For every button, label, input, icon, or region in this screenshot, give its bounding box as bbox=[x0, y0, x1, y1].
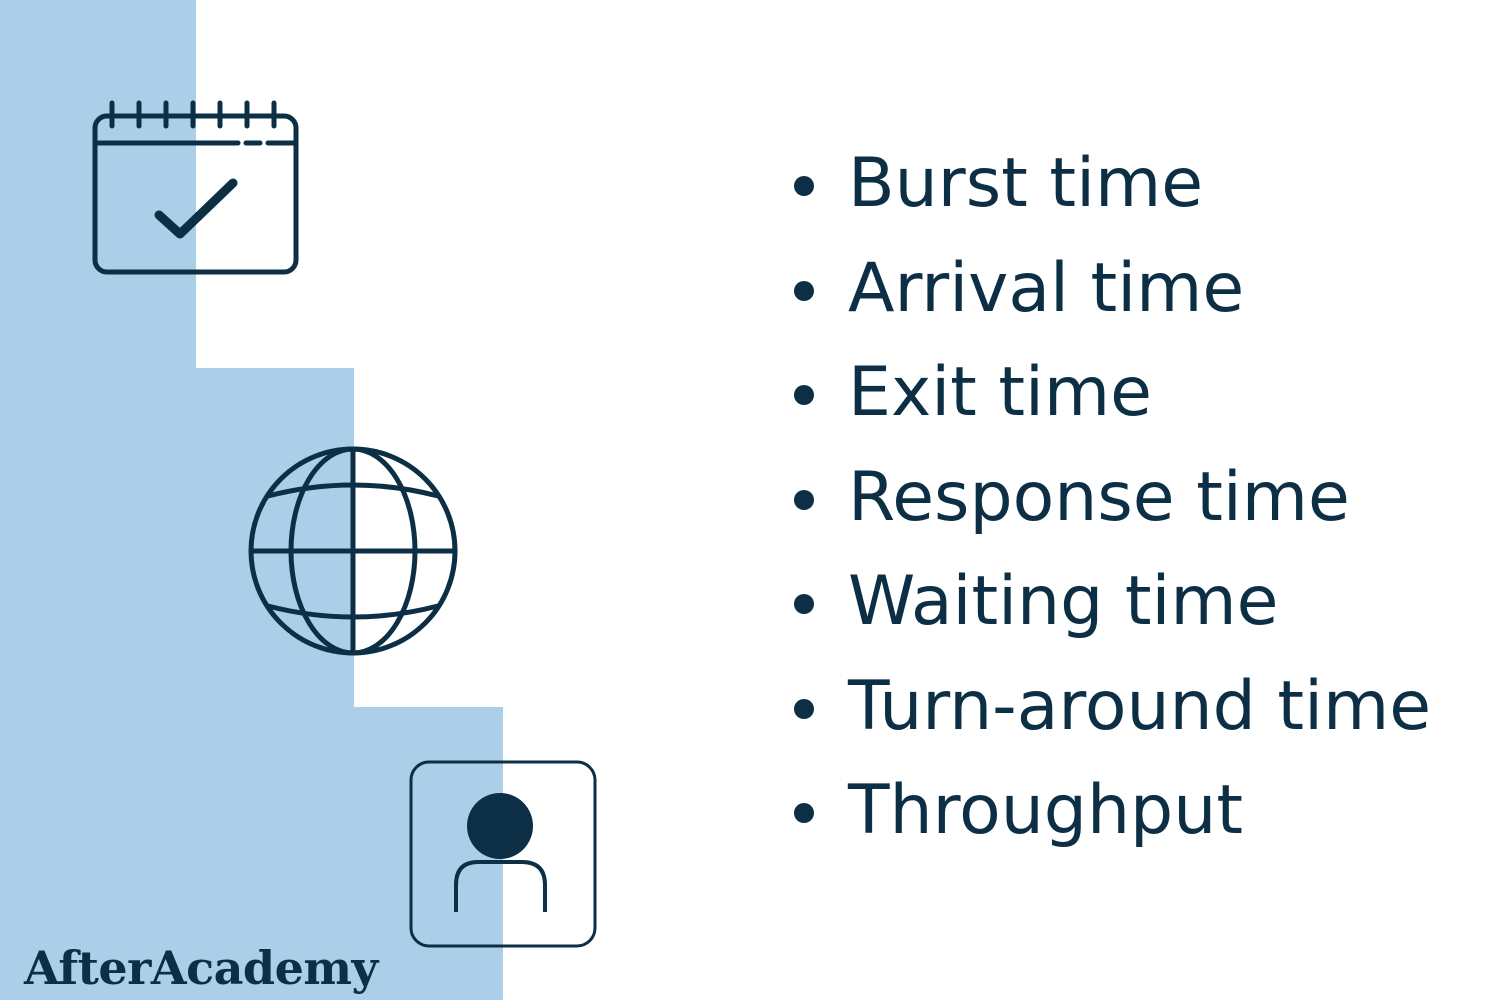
bullet-icon bbox=[794, 698, 814, 719]
bullet-icon bbox=[794, 280, 814, 301]
staircase-step-3 bbox=[354, 707, 503, 1000]
bullet-icon bbox=[794, 176, 814, 196]
list-item: Throughput bbox=[790, 759, 1431, 864]
brand-logo-text: AfterAcademy bbox=[24, 941, 378, 995]
list-item: Turn-around time bbox=[790, 655, 1431, 760]
list-item-label: Waiting time bbox=[848, 562, 1279, 641]
user-profile-icon bbox=[409, 760, 597, 948]
list-item: Exit time bbox=[790, 341, 1431, 446]
globe-icon bbox=[248, 446, 458, 656]
list-item-label: Arrival time bbox=[848, 248, 1245, 328]
bullet-icon bbox=[794, 594, 814, 614]
list-item-label: Response time bbox=[848, 457, 1350, 537]
staircase-background bbox=[0, 0, 196, 1000]
list-item-label: Burst time bbox=[848, 144, 1204, 223]
staircase-step-2 bbox=[196, 368, 354, 1000]
list-item-label: Turn-around time bbox=[848, 666, 1432, 746]
bullet-icon bbox=[794, 803, 814, 823]
metrics-list: Burst time Arrival time Exit time Respon… bbox=[790, 132, 1431, 864]
list-item: Waiting time bbox=[790, 550, 1431, 655]
calendar-check-icon bbox=[92, 100, 299, 275]
list-item: Response time bbox=[790, 446, 1431, 551]
bullet-icon bbox=[794, 489, 814, 510]
bullet-icon bbox=[794, 385, 814, 405]
list-item-label: Throughput bbox=[848, 771, 1243, 850]
list-item: Arrival time bbox=[790, 237, 1431, 342]
list-item-label: Exit time bbox=[848, 353, 1153, 432]
list-item: Burst time bbox=[790, 132, 1431, 237]
